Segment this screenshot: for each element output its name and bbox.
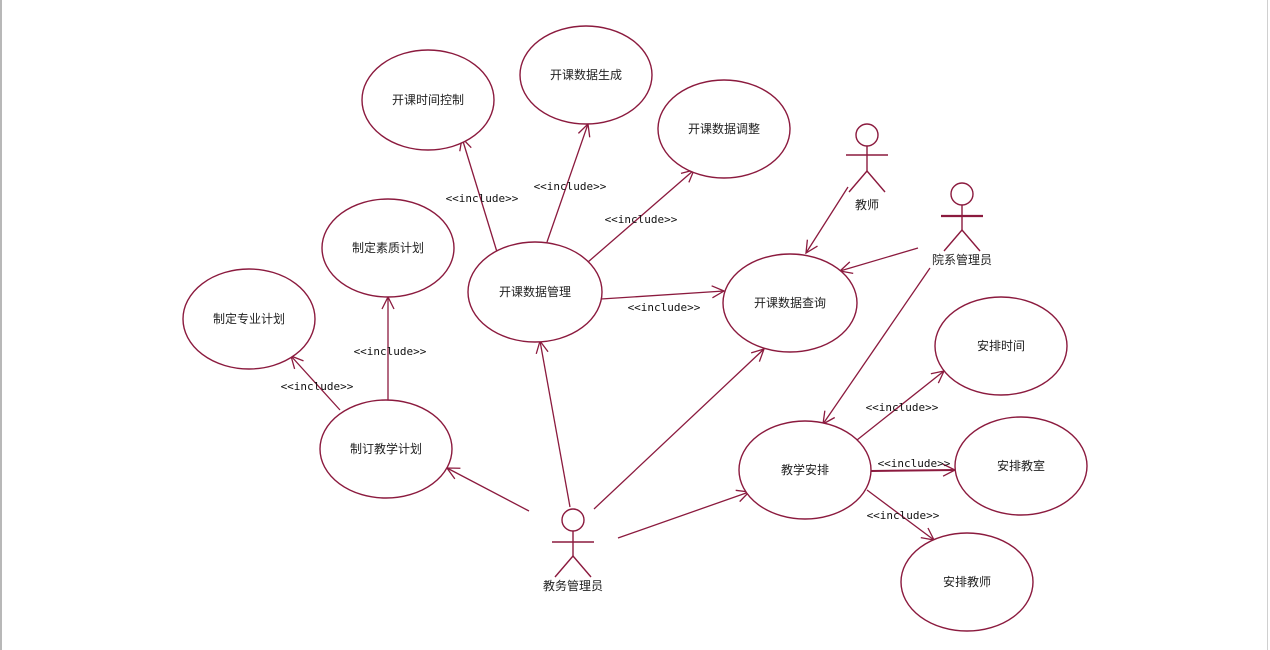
include-stereotype-label: <<include>> <box>446 192 519 205</box>
use-case-label: 安排教室 <box>997 458 1045 473</box>
actors-layer: 教师 院系管理员 教务管理员 <box>543 123 992 593</box>
use-case-arrange-classroom[interactable]: 安排教室 <box>954 416 1088 516</box>
use-case-label: 制定素质计划 <box>352 240 424 255</box>
use-case-teaching-plan[interactable]: 制订教学计划 <box>319 399 453 499</box>
association-line <box>617 489 751 539</box>
include-relation-line <box>290 354 341 411</box>
include-relation-line <box>856 370 946 441</box>
include-relation-line <box>866 489 936 541</box>
use-case-label: 开课数据管理 <box>499 284 571 299</box>
use-case-course-data-query[interactable]: 开课数据查询 <box>722 253 858 353</box>
use-case-label: 制定专业计划 <box>213 311 285 326</box>
association-line <box>822 267 931 426</box>
association-line <box>535 339 571 508</box>
use-case-ellipse <box>467 241 603 343</box>
use-case-teaching-arrange[interactable]: 教学安排 <box>738 420 872 520</box>
association-line <box>445 467 530 512</box>
include-stereotype-label: <<include>> <box>354 345 427 358</box>
include-relation-line <box>459 136 498 253</box>
association-line <box>805 186 849 255</box>
stereotype-labels-layer: <<include>> <<include>> <<include>> <<inclu… <box>281 180 951 522</box>
use-case-ellipse <box>182 268 316 370</box>
use-case-course-data-generate[interactable]: 开课数据生成 <box>519 25 653 125</box>
window-right-border <box>1267 0 1268 650</box>
use-case-label: 开课数据调整 <box>688 121 760 136</box>
use-case-quality-plan[interactable]: 制定素质计划 <box>321 198 455 298</box>
include-relation-line <box>546 122 591 243</box>
actor-academic-admin[interactable]: 教务管理员 <box>543 508 603 593</box>
include-relation-line <box>870 463 957 477</box>
use-case-ellipse <box>722 253 858 353</box>
association-line <box>593 348 766 510</box>
actor-teacher[interactable]: 教师 <box>846 123 888 212</box>
include-relation-line <box>587 169 696 263</box>
actor-label: 院系管理员 <box>932 252 992 267</box>
actor-label: 教务管理员 <box>543 578 603 593</box>
use-case-course-data-manage[interactable]: 开课数据管理 <box>467 241 603 343</box>
use-case-ellipse <box>934 296 1068 396</box>
use-case-ellipse <box>900 532 1034 632</box>
use-case-arrange-time[interactable]: 安排时间 <box>934 296 1068 396</box>
use-case-ellipse <box>361 49 495 151</box>
actor-dept-admin[interactable]: 院系管理员 <box>932 182 992 267</box>
include-stereotype-label: <<include>> <box>878 457 951 470</box>
use-case-label: 教学安排 <box>781 462 829 477</box>
use-case-arrange-teacher[interactable]: 安排教师 <box>900 532 1034 632</box>
use-case-label: 制订教学计划 <box>350 441 422 456</box>
include-stereotype-label: <<include>> <box>628 301 701 314</box>
use-case-ellipse <box>657 79 791 179</box>
include-relation-line <box>600 285 726 300</box>
actor-label: 教师 <box>855 197 879 212</box>
stick-figure-icon <box>552 508 594 578</box>
stick-figure-icon <box>846 123 888 193</box>
include-stereotype-label: <<include>> <box>866 401 939 414</box>
window-left-border <box>0 0 2 650</box>
use-case-label: 安排时间 <box>977 338 1025 353</box>
use-cases-layer: 开课时间控制 开课数据生成 开课数据调整 制定素质计划 制定专业计划 开课数据管… <box>182 25 1088 632</box>
include-stereotype-label: <<include>> <box>281 380 354 393</box>
stick-figure-icon <box>941 182 983 252</box>
include-stereotype-label: <<include>> <box>605 213 678 226</box>
use-case-course-time-control[interactable]: 开课时间控制 <box>361 49 495 151</box>
use-case-course-data-adjust[interactable]: 开课数据调整 <box>657 79 791 179</box>
use-case-ellipse <box>954 416 1088 516</box>
use-case-ellipse <box>519 25 653 125</box>
use-case-label: 开课数据生成 <box>550 67 622 82</box>
include-stereotype-label: <<include>> <box>867 509 940 522</box>
use-case-major-plan[interactable]: 制定专业计划 <box>182 268 316 370</box>
include-stereotype-label: <<include>> <box>534 180 607 193</box>
relations-layer <box>290 122 957 541</box>
use-case-ellipse <box>319 399 453 499</box>
use-case-label: 开课数据查询 <box>754 295 826 310</box>
use-case-ellipse <box>738 420 872 520</box>
use-case-ellipse <box>321 198 455 298</box>
use-case-label: 开课时间控制 <box>392 93 464 107</box>
use-case-label: 安排教师 <box>943 574 991 589</box>
association-line <box>838 247 919 275</box>
